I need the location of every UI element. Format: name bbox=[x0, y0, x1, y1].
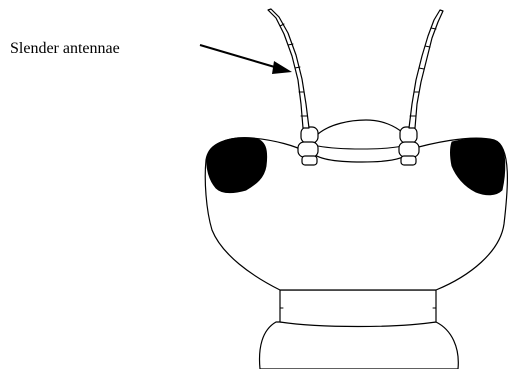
clypeus bbox=[312, 120, 408, 162]
neck-band bbox=[280, 290, 436, 327]
right-antenna-base bbox=[399, 127, 419, 165]
pointer-arrow bbox=[200, 45, 292, 74]
right-antenna bbox=[409, 10, 443, 128]
thorax-segment bbox=[260, 322, 459, 369]
antennae-label: Slender antennae bbox=[10, 40, 120, 57]
